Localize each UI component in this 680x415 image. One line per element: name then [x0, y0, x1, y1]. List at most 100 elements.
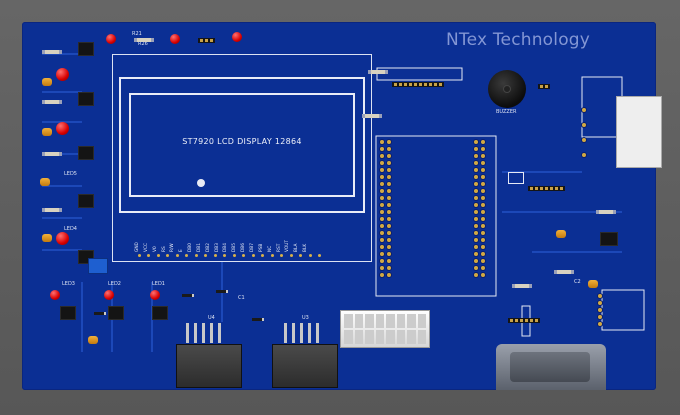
transistor: [78, 92, 94, 106]
u-label: U3: [302, 315, 309, 321]
lcd-pin-pad: [145, 254, 154, 258]
lcd-pin-pad: [192, 254, 201, 258]
lcd-pin-pad: [278, 254, 287, 258]
transistor: [78, 42, 94, 56]
transistor: [78, 194, 94, 208]
capacitor: [588, 280, 598, 288]
capacitor: [88, 336, 98, 344]
lcd-pin-label: GND: [135, 242, 140, 252]
diode: [94, 312, 106, 315]
part-label: C2: [574, 279, 581, 285]
resistor: [42, 152, 62, 156]
led-label: LED3: [62, 281, 75, 287]
transistor: [152, 306, 168, 320]
u-label: U4: [208, 315, 215, 321]
led-red: [232, 32, 242, 42]
lcd-pin-pad: [249, 254, 258, 258]
lcd-pin-label: BLK: [303, 243, 309, 252]
mcu-module-pins-right: [481, 140, 485, 277]
resistor: [512, 284, 532, 288]
capacitor: [42, 234, 52, 242]
lcd-pin-label: R/W: [170, 243, 176, 252]
lcd-pin-label: DB1: [196, 243, 202, 252]
led-red: [56, 68, 69, 81]
lcd-pin-label: PSB: [258, 243, 264, 252]
lcd-pin-label: DB0: [188, 243, 194, 252]
led-red: [106, 34, 116, 44]
jumper: [508, 172, 524, 184]
box-header-connector: [272, 344, 338, 388]
lcd-pin-label: NC: [267, 245, 273, 252]
lcd-pin-pad: [173, 254, 182, 258]
part-label: R21: [132, 31, 142, 37]
part-label: R26: [138, 41, 148, 47]
lcd-display-area: ST7920 LCD DISPLAY 12864: [129, 93, 355, 197]
pin-header: [538, 84, 550, 89]
lcd-pin-pad: [306, 254, 315, 258]
led-label: LED1: [152, 281, 165, 287]
transistor: [60, 306, 76, 320]
led-label: LED4: [64, 226, 77, 232]
resistor: [368, 70, 388, 74]
lcd-pin-label: DB6: [241, 243, 247, 252]
lcd-pin-pad: [230, 254, 239, 258]
capacitor: [42, 128, 52, 136]
lcd-pin-pad: [202, 254, 211, 258]
lcd-pin-label: RST: [276, 243, 282, 252]
resistor: [42, 100, 62, 104]
lcd-pin-pad: [240, 254, 249, 258]
led-red: [150, 290, 160, 300]
lcd-pin-label: DB5: [232, 243, 238, 252]
lcd-pin-label: V0: [152, 246, 158, 252]
lcd-pin-pad: [221, 254, 230, 258]
voltage-regulator: [600, 232, 618, 246]
lcd-pin-pad: [287, 254, 296, 258]
brand-watermark: NTex Technology: [446, 30, 591, 50]
lcd-pin-label: DB2: [205, 243, 211, 252]
lcd-pin-label: VCC: [143, 243, 149, 252]
lcd-title: ST7920 LCD DISPLAY 12864: [182, 137, 302, 146]
lcd-pin-label: BLA: [294, 243, 300, 252]
lcd-pin-label: RS: [161, 246, 167, 252]
lcd-pin-pad: [135, 254, 144, 258]
side-connector-pins: [582, 108, 586, 157]
led-red: [50, 290, 60, 300]
lcd-pin-label: DB4: [223, 243, 229, 252]
resistor: [42, 50, 62, 54]
led-red: [56, 232, 69, 245]
mounting-hole: [197, 179, 205, 187]
part-label: C1: [238, 295, 245, 301]
resistor: [554, 270, 574, 274]
resistor: [362, 114, 382, 118]
lcd-pin-pad: [164, 254, 173, 258]
led-red: [56, 122, 69, 135]
lcd-pin-label: DB7: [249, 243, 255, 252]
lcd-pin-pad: [268, 254, 277, 258]
led-label: LED2: [108, 281, 121, 287]
pin-header-vertical: [282, 322, 321, 344]
transistor: [78, 146, 94, 160]
lcd-pin-label: DB3: [214, 243, 220, 252]
trimmer-potentiometer: [88, 258, 108, 274]
capacitor: [556, 230, 566, 238]
buzzer: [488, 70, 526, 108]
pcb-board: NTex Technology ST7920 LCD DISPLAY 12864…: [22, 22, 662, 390]
led-red: [170, 34, 180, 44]
lcd-pin-pads: [135, 254, 324, 258]
pin-column: [598, 294, 602, 326]
lcd-pin-pad: [211, 254, 220, 258]
buzzer-label: BUZZER: [496, 109, 517, 115]
pin-header: [198, 38, 215, 43]
led-label: LED5: [64, 171, 77, 177]
box-header-connector: [176, 344, 242, 388]
lcd-pin-pad: [316, 254, 325, 258]
diode: [252, 318, 264, 321]
mcu-module-pins-left: [380, 140, 384, 277]
lcd-pin-pad: [259, 254, 268, 258]
capacitor: [42, 78, 52, 86]
db9-shell: [510, 352, 590, 382]
lcd-pin-pad: [154, 254, 163, 258]
lcd-pin-pad: [297, 254, 306, 258]
